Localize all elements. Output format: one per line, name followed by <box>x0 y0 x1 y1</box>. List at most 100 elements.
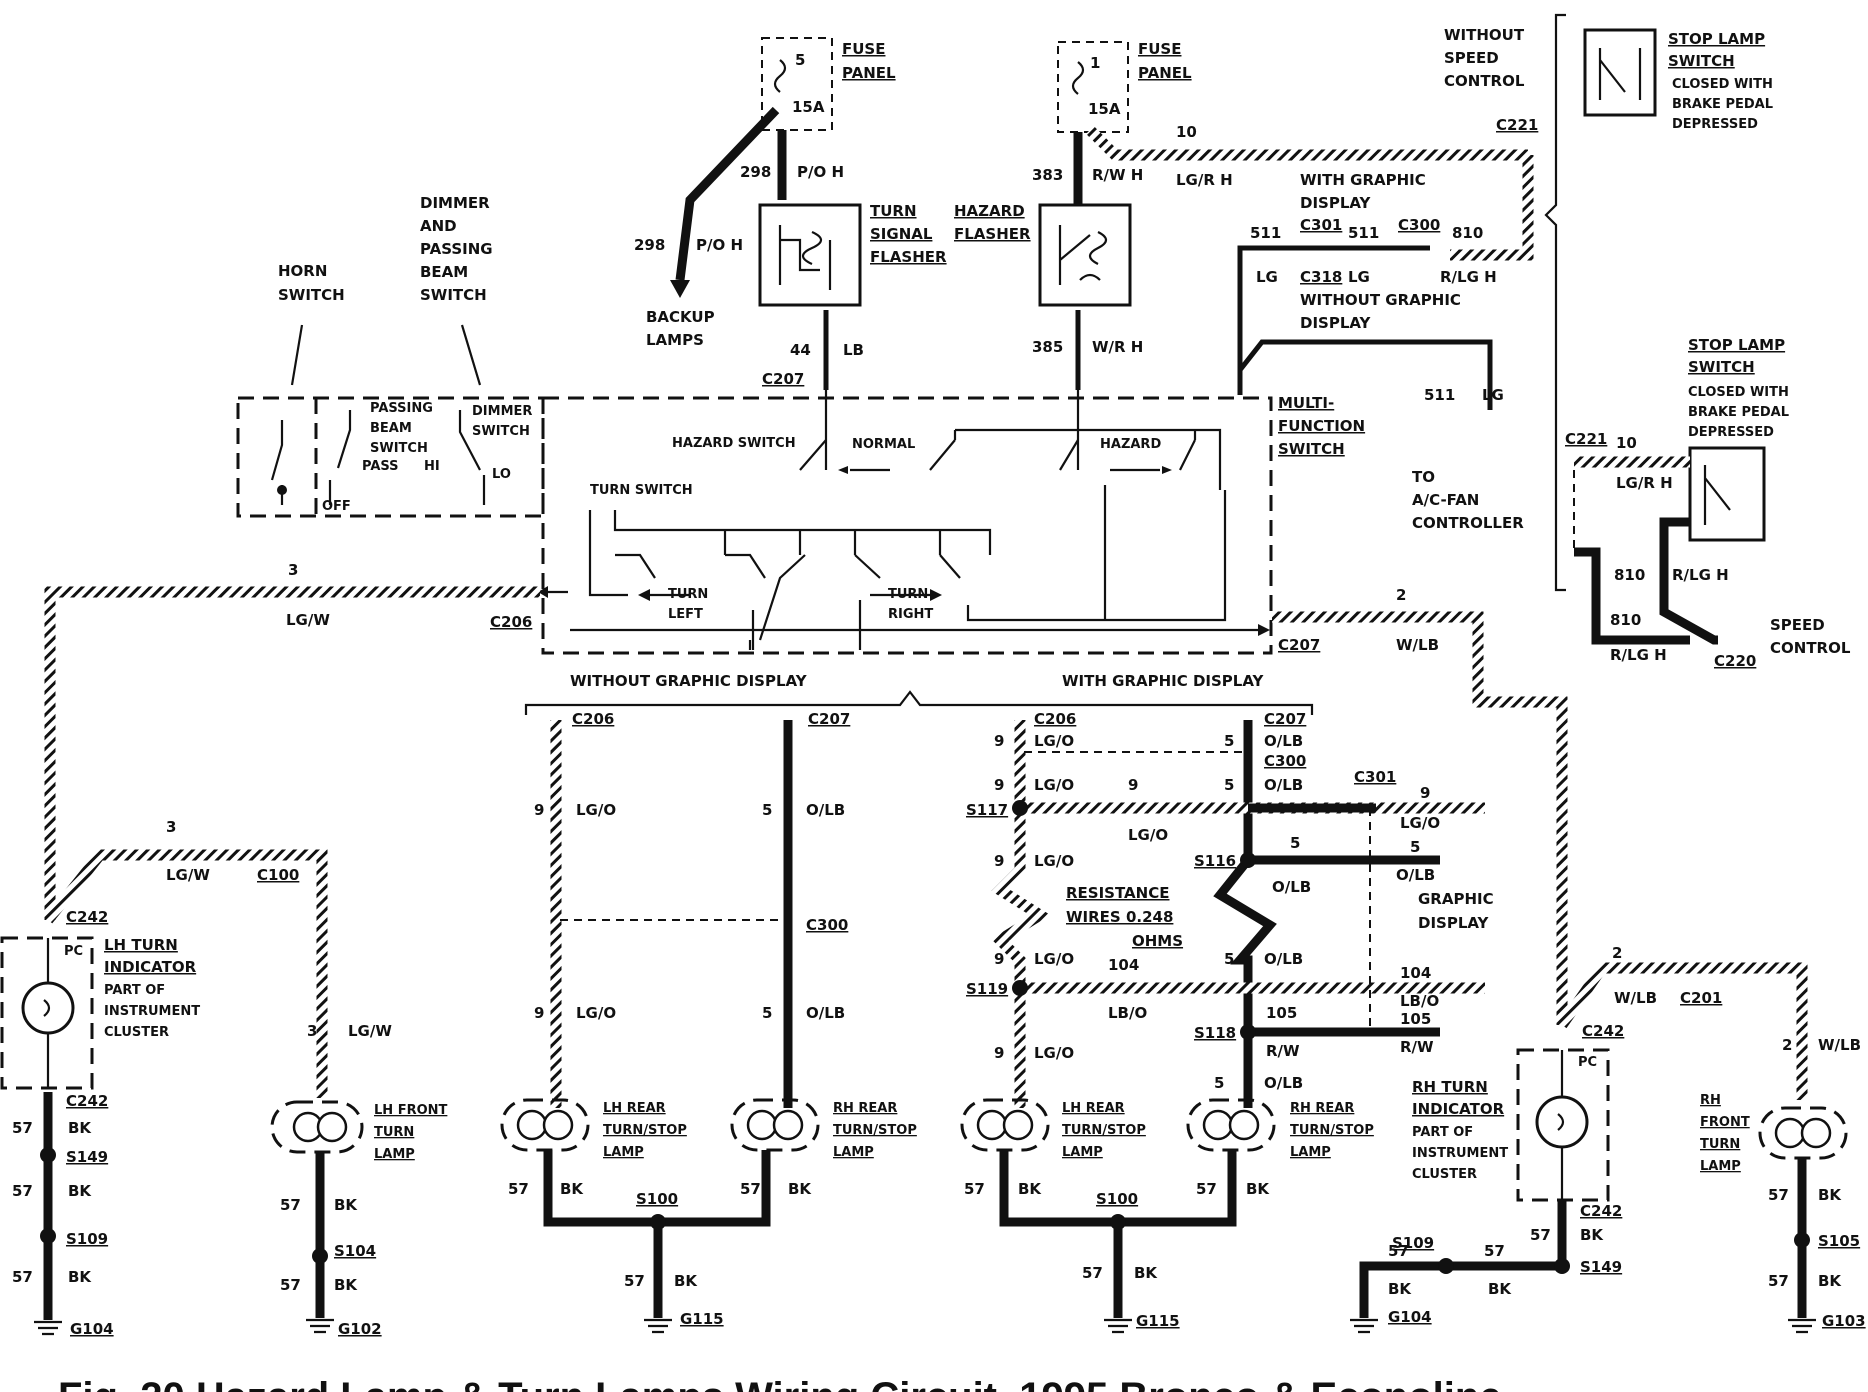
rh-indicator-note-1: PART OF <box>1412 1125 1473 1140</box>
dimmer-label-lo: LO <box>492 467 511 482</box>
connector-c242-rh-bottom: C242 <box>1580 1202 1622 1220</box>
w-wire-9-circuit-d: 9 <box>1420 784 1430 802</box>
wo-wire-9-circuit-b: 9 <box>534 1004 544 1022</box>
connector-c301-top: C301 <box>1300 216 1342 234</box>
connector-c207-switch: C207 <box>1278 636 1320 654</box>
w-wire-5-circuit-f: 5 <box>1214 1074 1224 1092</box>
without-speed-control-label: WITHOUT SPEED CONTROL <box>1444 26 1525 90</box>
to-ac-fan-line-2: A/C-FAN <box>1412 491 1479 509</box>
wire-3-circuit-a: 3 <box>288 561 298 579</box>
connector-c206-switch: C206 <box>490 613 532 631</box>
connector-c207-top: C207 <box>762 370 804 388</box>
wire-2-circuit-a: 2 <box>1396 586 1406 604</box>
wire-3-circuit-c: 3 <box>307 1022 317 1040</box>
graphic-display-line-2: DISPLAY <box>1418 914 1490 932</box>
g104l-color-3: BK <box>68 1268 92 1286</box>
wire-2-circuit-b: 2 <box>1612 944 1622 962</box>
splice-s109-left: S109 <box>66 1230 108 1248</box>
connector-c201: C201 <box>1680 989 1722 1007</box>
wire-383-circuit: 383 <box>1032 166 1063 184</box>
wire-3-color-b: LG/W <box>166 866 210 884</box>
g103-circuit-2: 57 <box>1768 1272 1789 1290</box>
w-wire-5-color-b: O/LB <box>1264 776 1303 794</box>
wire-104-color-b: LB/O <box>1400 992 1439 1010</box>
w-wire-5-circuit-b: 5 <box>1224 776 1234 794</box>
rh-indicator-note-2: INSTRUMENT <box>1412 1146 1508 1161</box>
horn-switch-line-1: HORN <box>278 262 327 280</box>
splice-s149-right: S149 <box>1580 1258 1622 1276</box>
w-wire-9-color-a: LG/O <box>1034 732 1074 750</box>
ground-g115-w: 57 BK 57 BK S100 57 BK G115 <box>964 1150 1270 1334</box>
g115wo-circuit-b: 57 <box>740 1180 761 1198</box>
wire-298-color: P/O H <box>797 163 844 181</box>
w-wire-9-color-e: LG/O <box>1034 852 1074 870</box>
hazard-switch-label: HAZARD SWITCH <box>672 436 796 451</box>
w-wire-9-color-g: LG/O <box>1034 1044 1074 1062</box>
turn-flasher-line-1: TURN <box>870 202 917 220</box>
wo-wire-9-color-a: LG/O <box>576 801 616 819</box>
g115w-color-c: BK <box>1134 1264 1158 1282</box>
wire-810-color-right-a: R/LG H <box>1672 566 1729 584</box>
multifunction-line-2: FUNCTION <box>1278 417 1365 435</box>
w-wire-5-color-a: O/LB <box>1264 732 1303 750</box>
without-graphic-line-2: DISPLAY <box>1300 314 1372 332</box>
backup-lamps-line-1: BACKUP <box>646 308 715 326</box>
connector-c206-w: C206 <box>1034 710 1076 728</box>
backup-lamps-line-2: LAMPS <box>646 331 704 349</box>
wo-wire-9-color-b: LG/O <box>576 1004 616 1022</box>
horn-switch-label: HORN SWITCH <box>278 262 345 386</box>
ground-g104-right-label: G104 <box>1388 1308 1432 1326</box>
turn-left-label-2: LEFT <box>668 607 703 622</box>
stop-lamp-top-note-2: BRAKE PEDAL <box>1672 97 1773 112</box>
g115wo-color-a: BK <box>560 1180 584 1198</box>
turn-switch-label: TURN SWITCH <box>590 483 693 498</box>
stop-lamp-right-title-2: SWITCH <box>1688 358 1755 376</box>
fuse-right: 1 15A FUSE PANEL <box>1057 40 1192 133</box>
wire-10-labels: 10 LG/R H <box>1176 123 1233 189</box>
multifunction-switch-label: MULTI- FUNCTION SWITCH <box>1278 394 1365 458</box>
graphic-display-line-1: GRAPHIC <box>1418 890 1494 908</box>
wire-385-labels: 385 W/R H <box>1032 338 1143 356</box>
speed-control-bracket <box>1544 13 1566 592</box>
lh-rear-lamp-w: LH REAR TURN/STOP LAMP <box>960 1098 1146 1160</box>
ground-g115-w-label: G115 <box>1136 1312 1180 1330</box>
fuse-right-rating: 15A <box>1088 100 1121 118</box>
wire-10-circuit: 10 <box>1176 123 1197 141</box>
with-graphic-section: C206 C207 9 LG/O 5 O/LB C300 9 LG/O 9 5 … <box>966 710 1494 1108</box>
w-wire-9-circuit-e: 9 <box>994 852 1004 870</box>
rh-front-lamp-line-1: RH <box>1700 1093 1721 1108</box>
connector-c221-right: C221 <box>1565 430 1607 448</box>
lh-rear-w-line-1: LH REAR <box>1062 1101 1125 1116</box>
g104l-circuit-3: 57 <box>12 1268 33 1286</box>
stop-lamp-top-title-2: SWITCH <box>1668 52 1735 70</box>
without-graphic-line-1: WITHOUT GRAPHIC <box>1300 291 1461 309</box>
g104l-circuit-2: 57 <box>12 1182 33 1200</box>
g102-circuit-1: 57 <box>280 1196 301 1214</box>
splice-s109-right: S109 <box>1392 1234 1434 1252</box>
g104r-color-2: BK <box>1488 1280 1512 1298</box>
wire-44-circuit: 44 <box>790 341 811 359</box>
w-wire-5-circuit-d: 5 <box>1410 838 1420 856</box>
wire-2-color-b: W/LB <box>1614 989 1657 1007</box>
wire-10-color: LG/R H <box>1176 171 1233 189</box>
hazard-flasher: HAZARD FLASHER <box>954 202 1132 307</box>
wire-105-circuit-a: 105 <box>1266 1004 1297 1022</box>
ground-g115-wo-label: G115 <box>680 1310 724 1328</box>
ground-g104-right: 57 BK S149 57 BK S109 57 BK G104 <box>1350 1200 1622 1334</box>
connector-c242-rh-top: C242 <box>1582 1022 1624 1040</box>
backup-lamps-label: BACKUP LAMPS <box>646 308 715 349</box>
hazard-flasher-line-2: FLASHER <box>954 225 1031 243</box>
g115w-color-b: BK <box>1246 1180 1270 1198</box>
rh-rear-lamp-wo: RH REAR TURN/STOP LAMP <box>730 1098 917 1160</box>
dimmer-label-switch: SWITCH <box>472 424 530 439</box>
without-speed-control-line-1: WITHOUT <box>1444 26 1525 44</box>
wire-810-circuit-top: 810 <box>1452 224 1483 242</box>
g115w-circuit-b: 57 <box>1196 1180 1217 1198</box>
horn-dimmer-switch-box: PASSING BEAM SWITCH PASS HI OFF DIMMER S… <box>236 396 545 518</box>
wire-104-color-a: LB/O <box>1108 1004 1147 1022</box>
connector-c300-w: C300 <box>1264 752 1306 770</box>
multifunction-switch-box: HAZARD SWITCH NORMAL HAZARD TURN SWITCH … <box>538 390 1273 655</box>
speed-control-wiring: C221 10 LG/R H 810 R/LG H 810 R/LG H C22… <box>1565 430 1851 670</box>
normal-label: NORMAL <box>852 437 915 452</box>
wire-383-color: R/W H <box>1092 166 1143 184</box>
